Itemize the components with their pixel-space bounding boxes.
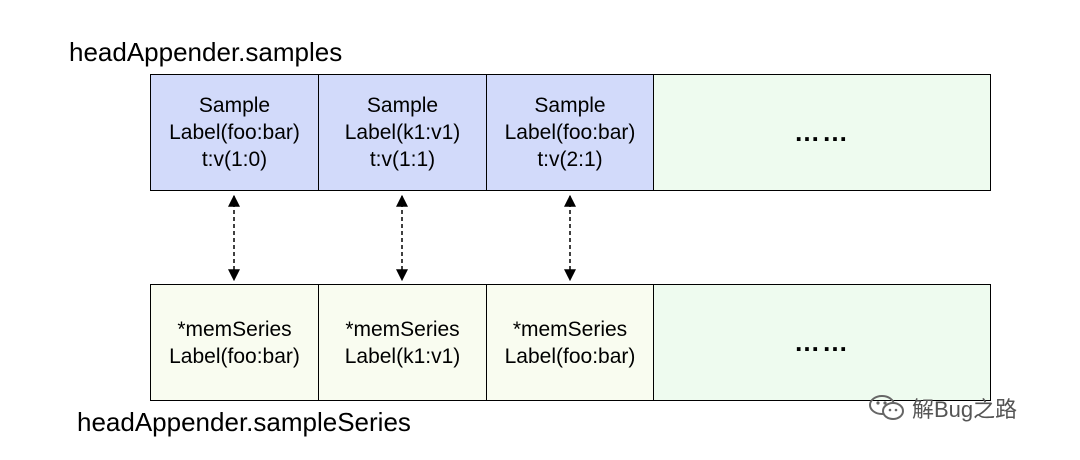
samples-title: headAppender.samples — [69, 37, 343, 67]
sample-cell: Sample Label(foo:bar) t:v(1:0) — [151, 75, 319, 190]
sample-tv: t:v(1:1) — [369, 148, 436, 171]
sample-type-label: Sample — [534, 94, 606, 117]
sample-label: Label(foo:bar) — [504, 121, 636, 144]
series-cell: *memSeries Label(foo:bar) — [487, 285, 654, 400]
series-label: Label(foo:bar) — [169, 344, 300, 368]
series-label: Label(k1:v1) — [344, 344, 461, 368]
series-array: *memSeries Label(foo:bar) *memSeries Lab… — [150, 284, 991, 401]
sample-label: Label(foo:bar) — [169, 121, 300, 144]
sample-type-label: Sample — [198, 94, 271, 117]
watermark: 解Bug之路 — [868, 392, 1017, 424]
series-cell: *memSeries Label(k1:v1) — [319, 285, 487, 400]
watermark-text: 解Bug之路 — [912, 397, 1018, 422]
sample-type-label: Sample — [366, 94, 439, 117]
series-ellipsis: …… — [654, 285, 990, 400]
wechat-icon — [869, 395, 904, 420]
series-type-label: *memSeries — [345, 317, 460, 341]
series-cell: *memSeries Label(foo:bar) — [151, 285, 319, 400]
series-label: Label(foo:bar) — [504, 344, 636, 368]
series-type-label: *memSeries — [512, 317, 628, 341]
sample-cell: Sample Label(k1:v1) t:v(1:1) — [319, 75, 487, 190]
sample-series-title: headAppender.sampleSeries — [77, 407, 411, 437]
series-type-label: *memSeries — [177, 317, 292, 341]
samples-ellipsis: …… — [654, 75, 990, 190]
sample-tv: t:v(2:1) — [537, 148, 603, 171]
samples-array: Sample Label(foo:bar) t:v(1:0) Sample La… — [150, 74, 991, 191]
sample-label: Label(k1:v1) — [344, 121, 461, 144]
sample-cell: Sample Label(foo:bar) t:v(2:1) — [487, 75, 654, 190]
sample-tv: t:v(1:0) — [201, 148, 268, 171]
